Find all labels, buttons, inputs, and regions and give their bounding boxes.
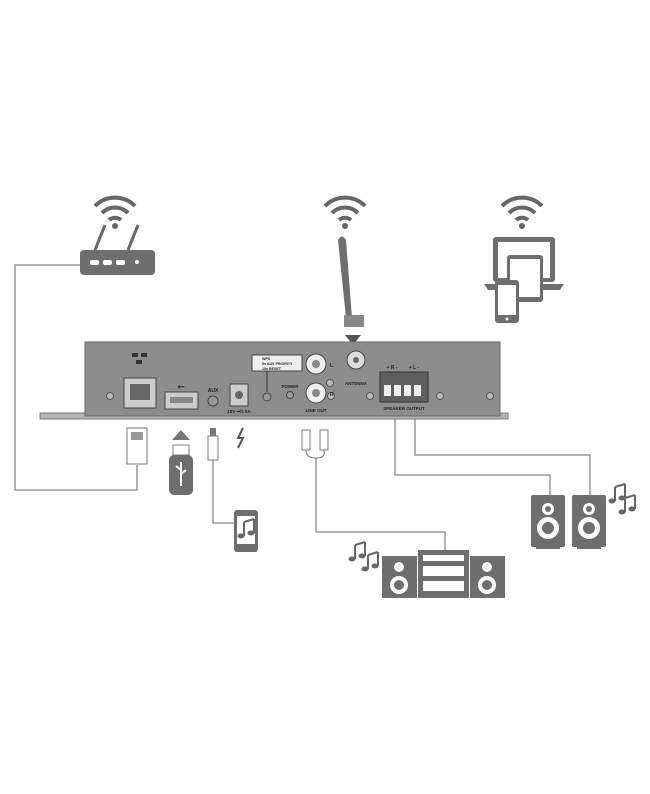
svg-text:R: R (330, 392, 334, 398)
svg-text:ANTENNA: ANTENNA (345, 381, 368, 386)
music-note-icon (347, 541, 367, 563)
svg-text:10s RESET: 10s RESET (262, 367, 282, 371)
speaker-right-icon (572, 495, 606, 549)
ethernet-port (123, 353, 157, 409)
antenna-icon (338, 236, 364, 345)
wps-legend: WPS 5s AUX PRIORITY 10s RESET (251, 354, 303, 392)
svg-text:+ L -: + L - (409, 365, 420, 371)
stereo-system-icon (382, 550, 505, 598)
svg-text:SPEAKER OUTPUT: SPEAKER OUTPUT (383, 406, 425, 411)
usb-icon: ⭠ (177, 381, 185, 391)
wps-button[interactable] (262, 392, 272, 402)
rca-cable-plugs-icon (301, 429, 329, 459)
aux-label: AUX (208, 388, 219, 394)
ethernet-plug-icon (126, 427, 148, 465)
music-note-icon (607, 483, 627, 505)
dc-power-jack: 18V ⎓/2.5A (227, 383, 252, 414)
svg-text:L: L (330, 363, 333, 369)
svg-text:+ R -: + R - (387, 365, 398, 371)
laptop-tablet-phone-icon (484, 237, 564, 323)
usb-stick-icon (169, 444, 193, 495)
wifi-icon-router (93, 195, 137, 231)
aux-jack (207, 395, 219, 407)
screw-icons (106, 379, 494, 400)
smartphone-icon (234, 510, 258, 552)
arrow-up-icon (172, 430, 190, 440)
power-spec-label: 18V ⎓/2.5A (227, 409, 251, 414)
power-led (286, 391, 294, 399)
power-label: POWER (281, 384, 299, 389)
svg-text:WPS: WPS (262, 357, 271, 361)
speaker-terminal: + R - + L - SPEAKER OUTPUT (379, 365, 429, 411)
lightning-icon (236, 427, 245, 449)
connection-lines (14, 264, 591, 550)
svg-text:LINE OUT: LINE OUT (306, 408, 327, 413)
antenna-connector: ANTENNA (345, 350, 368, 386)
aux-cable-plug-icon (207, 428, 219, 461)
router-icon (80, 224, 155, 275)
line-out-rca: L R LINE OUT (305, 353, 334, 413)
svg-text:5s AUX PRIORITY: 5s AUX PRIORITY (262, 362, 293, 366)
wifi-icon-devices (500, 195, 544, 231)
wifi-icon-antenna (323, 195, 367, 231)
usb-port: ⭠ (164, 381, 199, 410)
speaker-left-icon (531, 495, 565, 549)
